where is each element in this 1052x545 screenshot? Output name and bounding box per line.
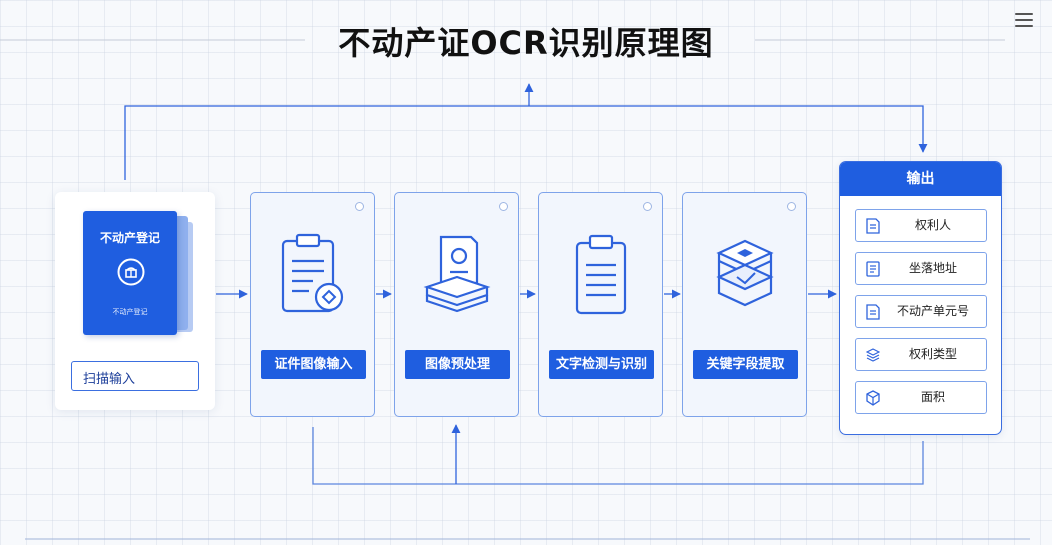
document-icon xyxy=(866,218,880,234)
layers-stack-icon xyxy=(716,239,774,307)
bottom-loop-line xyxy=(312,427,924,485)
step-label: 文字检测与识别 xyxy=(549,350,654,379)
output-item-right-type: 权利类型 xyxy=(855,338,987,371)
clipboard-text-icon xyxy=(575,234,627,315)
output-item-area: 面积 xyxy=(855,381,987,414)
clipboard-document-icon xyxy=(281,233,344,313)
step-card-text-detection: 文字检测与识别 xyxy=(538,192,663,417)
document-icon xyxy=(866,304,880,320)
layers-icon xyxy=(866,348,880,362)
step-status-dot xyxy=(355,202,364,211)
emblem-icon xyxy=(117,258,145,286)
output-item-label: 面积 xyxy=(920,390,945,404)
step-status-dot xyxy=(643,202,652,211)
output-card: 输出 权利人 坐落地址 不动产单元号 权利类型 xyxy=(839,161,1002,435)
output-item-label: 不动产单元号 xyxy=(896,304,969,318)
document-list-icon xyxy=(866,261,880,277)
property-certificate-book: 不动产登记 不动产登记 xyxy=(83,211,177,335)
photo-stack-icon xyxy=(423,235,491,313)
step-card-field-extraction: 关键字段提取 xyxy=(682,192,807,417)
step-status-dot xyxy=(787,202,796,211)
book-title: 不动产登记 xyxy=(99,231,160,245)
diagram-title: 不动产证OCR识别原理图 xyxy=(338,24,714,62)
top-loop-line xyxy=(124,105,928,180)
output-item-unit-number: 不动产单元号 xyxy=(855,295,987,328)
step-label: 图像预处理 xyxy=(405,350,510,379)
cube-icon xyxy=(866,390,880,406)
output-item-label: 权利人 xyxy=(914,218,951,232)
menu-icon[interactable] xyxy=(1015,12,1033,28)
output-item-label: 坐落地址 xyxy=(908,261,957,275)
output-item-label: 权利类型 xyxy=(908,347,957,361)
step-label: 关键字段提取 xyxy=(693,350,798,379)
step-card-image-input: 证件图像输入 xyxy=(250,192,375,417)
output-header: 输出 xyxy=(840,162,1001,196)
scan-input-button[interactable]: 扫描输入 xyxy=(71,361,199,391)
step-label: 证件图像输入 xyxy=(261,350,366,379)
step-card-preprocess: 图像预处理 xyxy=(394,192,519,417)
output-item-owner: 权利人 xyxy=(855,209,987,242)
step-status-dot xyxy=(499,202,508,211)
book-subtitle: 不动产登记 xyxy=(112,308,148,316)
output-item-address: 坐落地址 xyxy=(855,252,987,285)
